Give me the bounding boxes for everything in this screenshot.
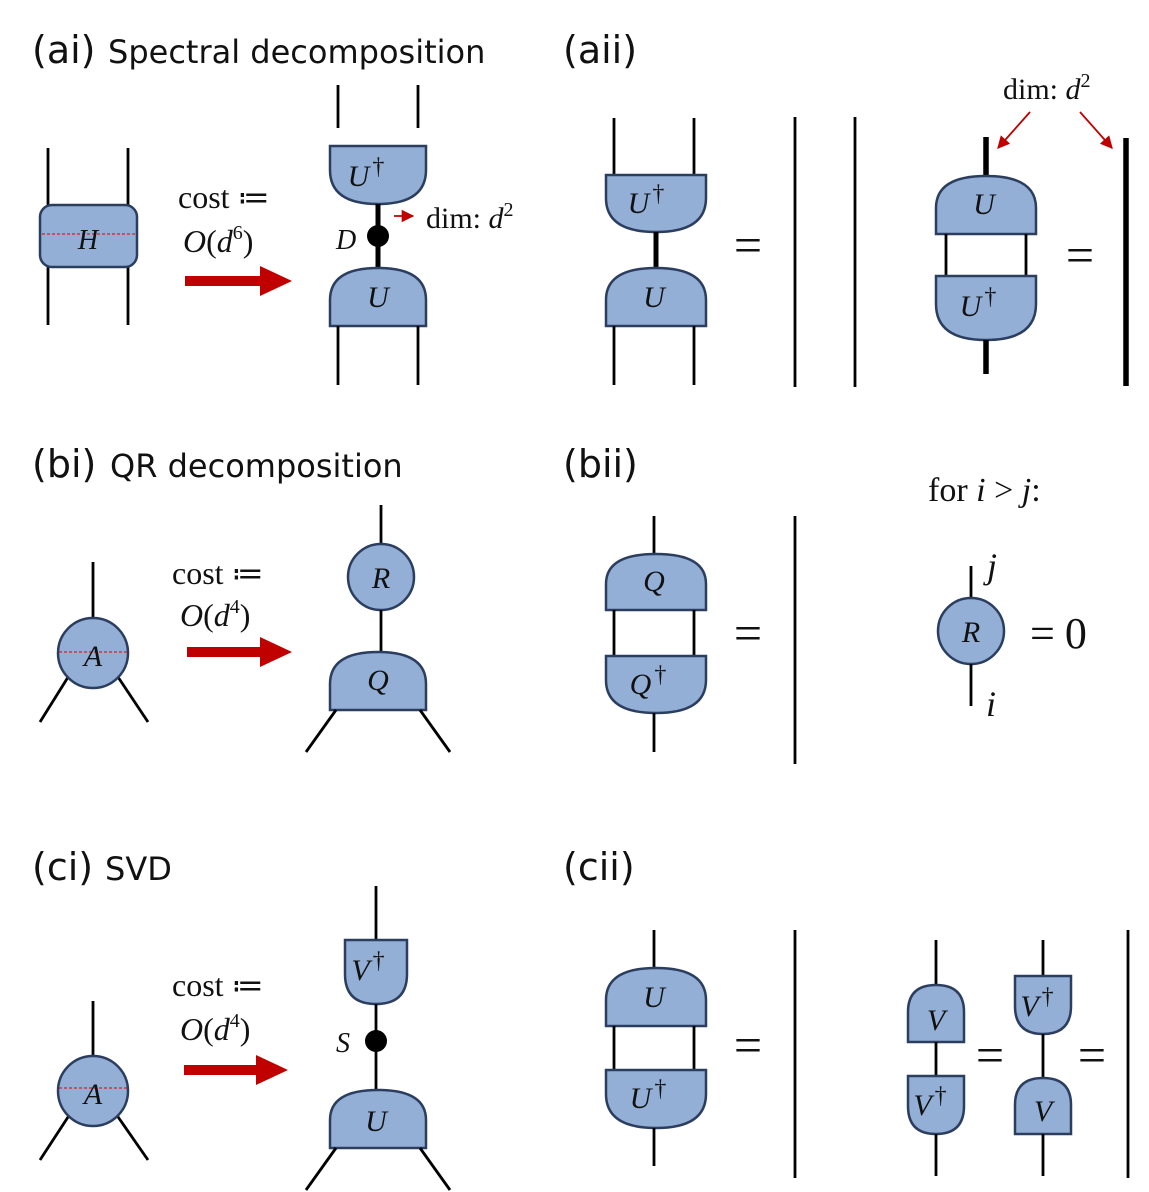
cost-qr-line2: O(d4) — [180, 596, 250, 633]
singular-value-node-icon — [365, 1030, 387, 1052]
cost-qr-line1: cost ≔ — [172, 555, 264, 591]
tensor-q-label: Q — [367, 664, 389, 697]
tensor-a-svd — [56, 1054, 130, 1128]
equals-sign-cii-v1: = — [976, 1027, 1004, 1083]
tensor-q-bii-label: Q — [643, 565, 665, 598]
tensor-v-cii-2 — [1013, 1076, 1073, 1136]
tensor-r-bii-label: R — [961, 616, 980, 649]
cost-spectral-line1: cost ≔ — [178, 179, 270, 215]
unitary-identity-left: U† U = — [604, 117, 857, 387]
svd-result-group: V† S U — [304, 886, 452, 1191]
tensor-u-dagger-aii-right-label: U† — [960, 284, 997, 323]
tensor-q-dagger-bii — [604, 654, 708, 715]
equals-sign: = — [734, 217, 762, 273]
for-i-gt-j-label: for i > j: — [928, 472, 1041, 509]
cost-svd: cost ≔ O(d4) — [172, 967, 288, 1085]
tensor-u-aii-right-label: U — [973, 188, 997, 221]
dim-annotation-aii: dim: d2 — [1003, 70, 1091, 106]
panel-title-ai: Spectral decomposition — [108, 33, 485, 71]
panel-label-aii: (aii) — [563, 28, 637, 72]
isometry-q-identity: Q Q† = — [604, 516, 797, 764]
tensor-r-label: R — [371, 562, 390, 595]
tensor-v-dagger-label: V† — [351, 948, 384, 987]
panel-label-ci: (ci) — [32, 845, 93, 889]
tensor-u-dagger-aii-right — [934, 274, 1038, 342]
equals-sign-cii: = — [734, 1017, 762, 1073]
tensor-h — [38, 203, 139, 269]
tensor-u-aii — [604, 266, 708, 328]
tensor-a-qr-group: A — [38, 562, 150, 723]
tensor-q — [328, 650, 428, 712]
index-j-label: j — [983, 546, 997, 586]
cost-spectral: cost ≔ O(d6) — [178, 179, 292, 296]
tensor-a-svd-group: A — [38, 1001, 150, 1161]
equals-sign-bii: = — [734, 605, 762, 661]
tensor-u-dagger-aii — [604, 173, 708, 234]
cost-svd-line2: O(d4) — [180, 1010, 250, 1047]
singular-value-node-icon — [367, 225, 389, 247]
tensor-a — [56, 616, 130, 690]
tensor-a-svd-label: A — [82, 1078, 103, 1111]
tensor-u — [328, 266, 428, 328]
panel-label-cii: (cii) — [563, 845, 635, 889]
tensor-u-cii — [604, 966, 708, 1028]
svd-u-identity: U U† = — [604, 930, 797, 1178]
tensor-a-label: A — [82, 640, 103, 673]
arrow-head-icon — [260, 266, 292, 296]
dim-arrow-right-icon — [1079, 111, 1113, 149]
tensor-u-dagger-cii — [604, 1068, 708, 1130]
tensor-u-dagger-cii-label: U† — [630, 1076, 667, 1115]
dim-arrow-left-icon — [997, 111, 1031, 149]
tensor-h-label: H — [77, 225, 100, 256]
index-i-label: i — [986, 684, 996, 724]
arrow-head-icon — [260, 637, 292, 667]
tensor-u-label: U — [367, 281, 391, 314]
tensor-h-group: H — [38, 148, 139, 325]
qr-result-group: R Q — [304, 505, 452, 753]
spectral-result-group: U† D U dim: d2 — [328, 85, 514, 385]
tensor-u-dagger-label: U† — [348, 154, 385, 193]
tensor-v-cii — [906, 983, 966, 1044]
arrow-head-icon — [256, 1055, 288, 1085]
cost-svd-line1: cost ≔ — [172, 967, 264, 1003]
equals-zero: =0 — [1030, 609, 1087, 658]
panel-title-ci: SVD — [105, 850, 172, 888]
unitary-identity-right: dim: d2 U U† = — [934, 70, 1129, 386]
panel-label-bi: (bi) — [32, 442, 96, 486]
upper-triangular-condition: for i > j: j R i =0 — [928, 472, 1087, 724]
panel-label-ai: (ai) — [32, 28, 96, 72]
node-d-label: D — [335, 225, 356, 256]
tensor-v-cii-label: V — [927, 1004, 949, 1037]
cost-qr: cost ≔ O(d4) — [172, 555, 292, 667]
tensor-v-dagger-cii-2-label: V† — [1020, 984, 1053, 1023]
node-s-label: S — [336, 1028, 350, 1059]
tensor-u-svd — [328, 1088, 428, 1150]
tensor-q-bii — [604, 552, 708, 612]
tensor-u-svd-label: U — [365, 1105, 389, 1138]
svd-v-identity: V V† = V† V = — [906, 930, 1130, 1178]
tensor-v-dagger-cii-label: V† — [913, 1083, 946, 1122]
cost-spectral-line2: O(d6) — [183, 222, 253, 259]
equals-sign-cii-v2: = — [1078, 1027, 1106, 1083]
equals-sign-aii-right: = — [1066, 227, 1094, 283]
tensor-q-dagger-bii-label: Q† — [630, 662, 667, 701]
panel-label-bii: (bii) — [563, 442, 638, 486]
tensor-u-aii-right — [934, 174, 1038, 236]
dim-annotation: dim: d2 — [426, 199, 514, 235]
tensor-u-dagger-aii-label: U† — [628, 181, 665, 220]
tensor-u-cii-label: U — [643, 981, 667, 1014]
panel-title-bi: QR decomposition — [110, 447, 403, 485]
tensor-u-dagger — [328, 144, 428, 206]
tensor-v-cii-2-label: V — [1034, 1095, 1056, 1128]
tensor-u-aii-label: U — [643, 281, 667, 314]
